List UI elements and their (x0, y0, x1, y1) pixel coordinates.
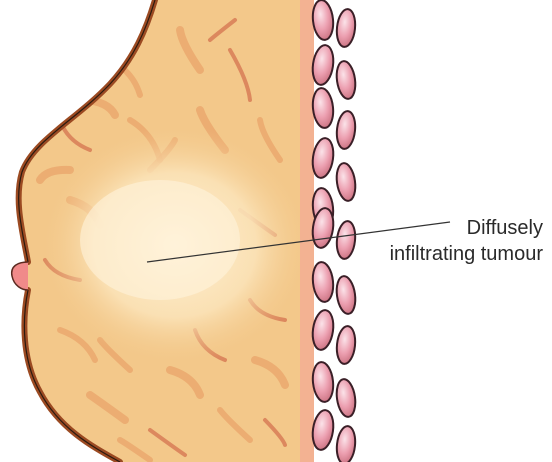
lymph-node (310, 309, 335, 351)
lymph-node (311, 361, 335, 403)
lymph-node (311, 87, 335, 129)
lymph-nodes (310, 0, 357, 462)
nipple (12, 262, 28, 290)
breast-tissue (0, 0, 310, 462)
lymph-node (335, 220, 357, 260)
lymph-node (334, 162, 357, 202)
lymph-node (335, 325, 357, 365)
lymph-node (311, 261, 335, 303)
lymph-node (310, 409, 335, 451)
lymph-node (311, 0, 335, 41)
tumour-label-line1: Diffusely (467, 217, 543, 239)
lymph-node (334, 60, 357, 100)
lymph-node (334, 378, 357, 418)
lymph-node (310, 137, 335, 179)
tumour-label-line2: infiltrating tumour (390, 243, 544, 265)
lymph-node (335, 8, 357, 48)
lymph-node (335, 110, 357, 150)
lymph-node (310, 44, 335, 86)
lymph-node (334, 275, 357, 315)
lymph-node (335, 425, 357, 462)
